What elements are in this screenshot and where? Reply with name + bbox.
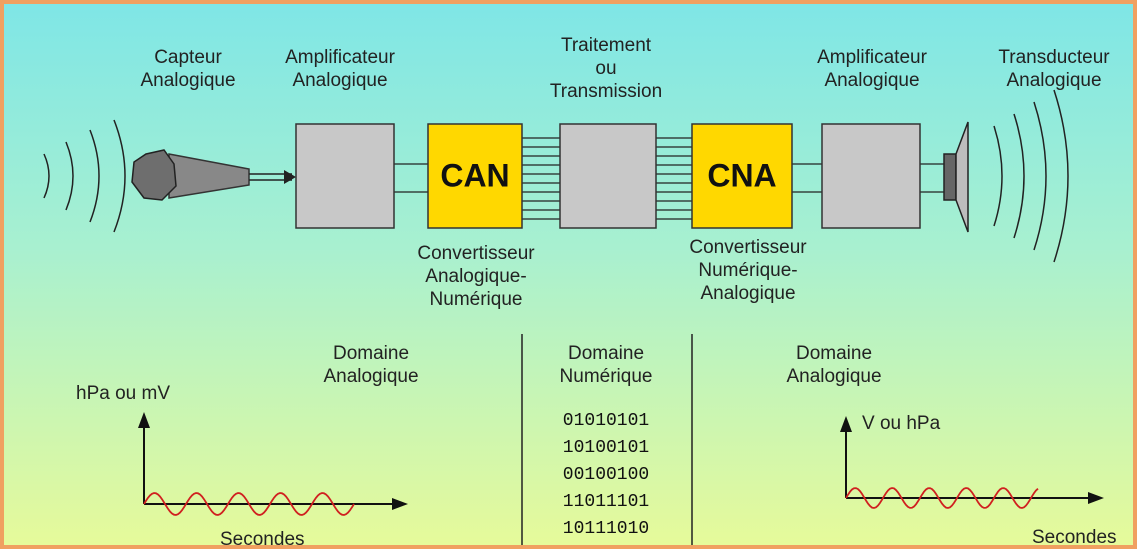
- can-block-label: CAN: [440, 157, 510, 194]
- outgoing-sound-waves-icon: [993, 89, 1069, 263]
- binary-line: 10111010: [562, 519, 650, 539]
- amplifier-1-label: Amplificateur Analogique: [285, 47, 395, 91]
- amplifier-block-1: [295, 123, 395, 229]
- can-description: Convertisseur Analogique- Numérique: [417, 243, 535, 310]
- binary-line: 10100101: [562, 438, 650, 458]
- connection-wires: [394, 163, 944, 193]
- domain-analog-left: Domaine Analogique: [323, 343, 419, 387]
- cna-block: [691, 123, 793, 229]
- incoming-sound-waves-icon: [43, 119, 126, 233]
- amplifier-block-2: [821, 123, 921, 229]
- left-graph-y-label: hPa ou mV: [76, 383, 170, 404]
- left-graph-x-label: Secondes: [220, 529, 305, 549]
- processing-block: [559, 123, 657, 229]
- loudspeaker-icon: [943, 121, 969, 233]
- binary-line: 01010101: [562, 411, 650, 431]
- microphone-icon: [131, 149, 296, 201]
- right-signal-graph: [840, 416, 1104, 509]
- binary-line: 11011101: [562, 492, 650, 512]
- processing-label: Traitement ou Transmission: [549, 35, 663, 102]
- cna-description: Convertisseur Numérique- Analogique: [689, 237, 807, 304]
- cna-block-label: CNA: [707, 157, 777, 194]
- transducer-label: Transducteur Analogique: [998, 47, 1110, 91]
- right-graph-x-label: Secondes: [1032, 527, 1117, 548]
- signal-chain-diagram: [43, 89, 1104, 545]
- right-graph-y-label: V ou hPa: [862, 413, 941, 434]
- can-block: [427, 123, 523, 229]
- amplifier-2-label: Amplificateur Analogique: [817, 47, 927, 91]
- right-sine-wave: [845, 487, 1039, 509]
- digital-bus-right: [656, 137, 692, 220]
- digital-bus-left: [522, 137, 560, 220]
- binary-line: 00100100: [562, 465, 650, 485]
- left-sine-wave: [143, 492, 355, 516]
- left-signal-graph: [138, 412, 408, 516]
- sensor-label: Capteur Analogique: [140, 47, 236, 91]
- domain-digital: Domaine Numérique: [559, 343, 653, 387]
- domain-analog-right: Domaine Analogique: [786, 343, 882, 387]
- binary-data-list: 01010101 10100101 00100100 11011101 1011…: [563, 408, 649, 543]
